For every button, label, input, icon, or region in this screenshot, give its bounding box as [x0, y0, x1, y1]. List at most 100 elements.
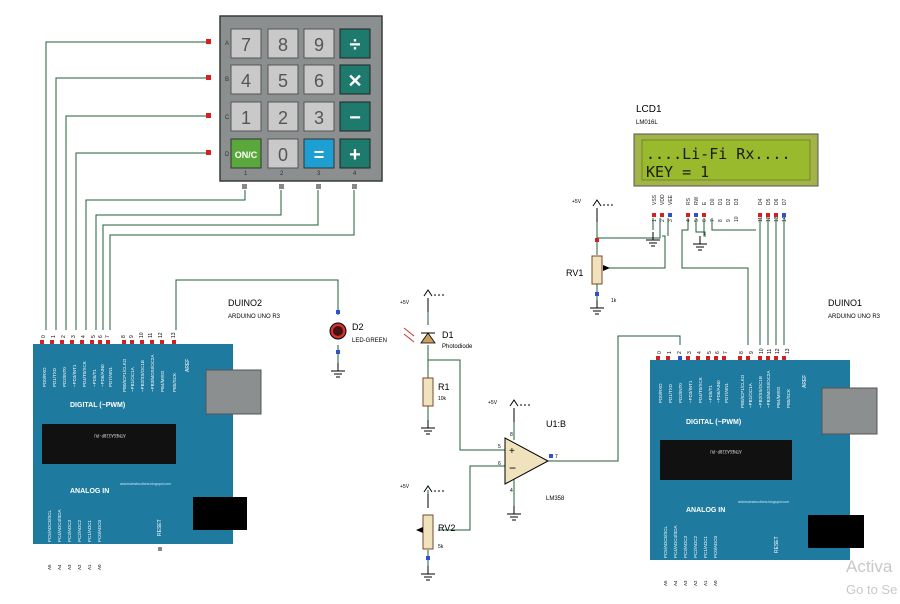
keypad-key[interactable]: 7 — [230, 28, 262, 59]
duino2-board: DUINO2 ARDUINO UNO R3 ATMEGA328P-PU DIGI… — [33, 298, 281, 570]
lcd-pin-number: 10 — [734, 216, 740, 222]
aref-label: AREF — [185, 359, 191, 372]
keypad-key[interactable]: 2 — [267, 101, 299, 132]
analog-pin-name: PC4/ADC4/SDA — [673, 525, 678, 558]
header-pin-number: 4 — [697, 351, 703, 354]
board-pin-name: PD0/RXD — [658, 383, 663, 403]
keypad-key[interactable]: 8 — [267, 28, 299, 59]
d1-photodiode: +5V D1 Photodiode — [400, 289, 473, 350]
header-pin-number: 7 — [723, 351, 729, 354]
lcd-pin-name: VDD — [660, 194, 666, 205]
header-pin-number: 11 — [148, 333, 154, 338]
keypad-key-label: 7 — [241, 35, 251, 55]
r1-ref: R1 — [438, 382, 450, 392]
analog-pin-number: A2 — [693, 580, 698, 586]
header-pin-number: 0 — [657, 351, 663, 354]
analog-pin-number: A5 — [663, 580, 668, 586]
d2-led: D2 LED-GREEN — [329, 310, 387, 378]
analog-pin-number: A1 — [703, 580, 708, 586]
keypad-row-label: B — [225, 77, 229, 83]
lcd-pin-name: D6 — [774, 198, 780, 205]
header-pin-number: 5 — [707, 351, 713, 354]
keypad-row-label: D — [225, 152, 230, 158]
board-pin-name: ~PB1/OC1A — [748, 383, 753, 408]
keypad-key[interactable]: + — [339, 138, 371, 169]
lcd-pin-number: 8 — [718, 219, 724, 222]
lcd-pin-number: 12 — [766, 216, 772, 222]
analog-pin-name: PC1/ADC1 — [703, 535, 708, 558]
rv2-ref: RV2 — [438, 523, 455, 533]
r1-resistor: R1 10k — [420, 377, 450, 435]
lcd-pin-number: 7 — [710, 219, 716, 222]
d2-part: LED-GREEN — [352, 338, 387, 344]
lcd-pin-name: VEE — [668, 194, 674, 205]
keypad-key-label: 5 — [278, 71, 288, 91]
header-pin-number: 4 — [81, 335, 87, 338]
duino1-part: ARDUINO UNO R3 — [828, 314, 881, 320]
keypad-key[interactable]: 4 — [230, 64, 262, 95]
board-pin-name: ~PB3/MOSI/OC2A — [766, 371, 771, 408]
supply-label: +5V — [572, 199, 582, 205]
header-pin-number: 2 — [61, 335, 67, 338]
keypad-key[interactable]: 9 — [303, 28, 335, 59]
keypad-key[interactable]: ✕ — [339, 64, 371, 95]
board-pin-name: PD2/INT0 — [62, 367, 67, 387]
keypad-key-label: ✕ — [347, 71, 362, 91]
header-pin-number: 6 — [715, 351, 721, 354]
keypad-key[interactable]: ÷ — [339, 28, 371, 59]
keypad-key[interactable]: 3 — [303, 101, 335, 132]
reset-label: RESET — [774, 536, 780, 553]
rv1-value: 1k — [611, 298, 617, 304]
lcd-line-2: KEY = 1 — [646, 163, 709, 181]
keypad-key[interactable]: 5 — [267, 64, 299, 95]
watermark-line-2: Go to Se — [846, 582, 897, 597]
svg-text:−: − — [509, 461, 516, 475]
u1-pin: 8 — [510, 432, 513, 438]
digital-label: DIGITAL (~PWM) — [70, 402, 125, 409]
keypad-key-label: 4 — [241, 71, 251, 91]
keypad-key-label: = — [314, 145, 325, 165]
wires — [45, 41, 785, 568]
chip-label: ATMEGA328P-PU — [710, 449, 742, 454]
lcd-display: LCD1 LM016L ....Li-Fi Rx.... KEY = 1 VSS… — [633, 104, 819, 251]
keypad-key[interactable]: 0 — [267, 138, 299, 169]
board-pin-name: ~PD5/T1 — [92, 369, 97, 387]
lcd-pin-number: 9 — [726, 219, 732, 222]
reset-label: RESET — [157, 519, 163, 536]
analog-pin-number: A4 — [57, 564, 62, 570]
board-pin-name: PD4/T0/XCK — [698, 377, 703, 403]
lcd-pin-name: D7 — [782, 198, 788, 205]
header-pin-number: 12 — [158, 332, 164, 338]
lcd-ref: LCD1 — [636, 104, 662, 115]
analog-pin-name: PC1/ADC1 — [87, 519, 92, 542]
keypad-key[interactable]: ON/C — [230, 138, 262, 169]
analog-pin-name: PC5/ADC5/SCL — [663, 525, 668, 558]
u1-part: LM358 — [546, 496, 565, 502]
chip-label: ATMEGA328P-PU — [94, 433, 126, 438]
watermark-line-1: Activa — [846, 557, 893, 576]
analog-label: ANALOG IN — [70, 488, 109, 495]
keypad-key[interactable]: 6 — [303, 64, 335, 95]
board-pin-name: PD1/TXD — [52, 367, 57, 387]
keypad-key[interactable]: = — [303, 138, 335, 169]
digital-label: DIGITAL (~PWM) — [686, 419, 741, 426]
supply-label: +5V — [400, 484, 410, 490]
analog-pin-number: A4 — [673, 580, 678, 586]
header-pin-number: 0 — [41, 335, 47, 338]
analog-pin-name: PC4/ADC4/SDA — [57, 509, 62, 542]
lcd-pin-name: D2 — [726, 198, 732, 205]
header-pin-number: 13 — [171, 332, 177, 338]
analog-pin-number: A0 — [713, 580, 718, 586]
duino2-ref: DUINO2 — [228, 298, 262, 308]
analog-pin-name: PC2/ADC2 — [77, 519, 82, 542]
lcd-pin-number: 13 — [774, 216, 780, 222]
lcd-pin-number: 5 — [694, 219, 700, 222]
header-pin-number: 3 — [71, 335, 77, 338]
keypad-key[interactable]: 1 — [230, 101, 262, 132]
lcd-part: LM016L — [636, 120, 658, 126]
keypad-key[interactable]: − — [339, 101, 371, 132]
board-pin-name: ~PB1/OC1A — [130, 367, 135, 392]
keypad-key-label: 1 — [241, 108, 251, 128]
header-pin-number: 9 — [749, 351, 755, 354]
keypad-key-label: ÷ — [350, 34, 361, 56]
